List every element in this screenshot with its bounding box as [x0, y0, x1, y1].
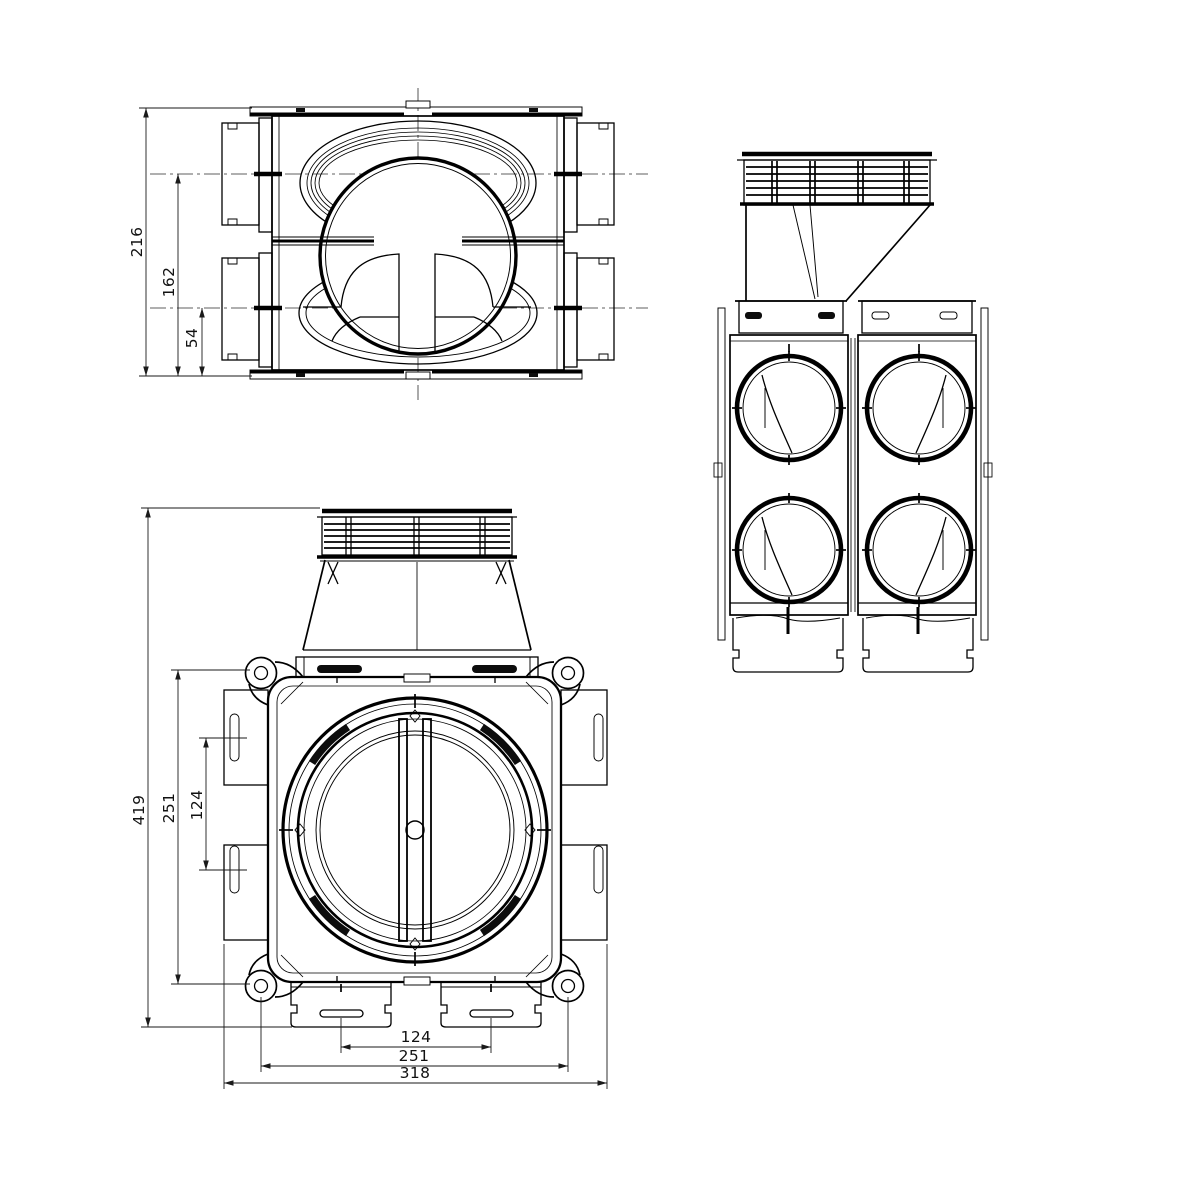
port-opening-top-right: [862, 351, 976, 465]
side-flange-right-upper: [560, 689, 608, 786]
side-bottom-stub-left: [732, 607, 844, 673]
mounting-ear: [244, 969, 278, 1003]
mounting-ear-holes: [248, 661, 581, 998]
diamond-marker: [524, 823, 536, 837]
bayonet-slot: [479, 723, 522, 766]
dim-label-251-v: 251: [160, 793, 178, 824]
deflector-vanes: [303, 253, 531, 351]
distribution-ring: [279, 694, 551, 966]
dim-54: 54: [183, 308, 205, 376]
bayonet-slot: [308, 723, 351, 766]
mounting-frame-right: [858, 300, 976, 334]
bottom-plate: [249, 369, 583, 380]
port-opening-bottom-left: [732, 493, 846, 607]
body-columns: [729, 334, 977, 616]
diamond-marker: [294, 823, 306, 837]
front-housing: [266, 673, 563, 986]
round-collar: [318, 156, 518, 356]
top-tab: [403, 673, 431, 683]
dim-label-162: 162: [160, 267, 178, 298]
dim-124-horizontal: 124: [340, 1018, 492, 1053]
dim-318: 318: [223, 944, 608, 1089]
dim-label-419: 419: [130, 795, 148, 826]
damper-pivot: [405, 820, 425, 840]
side-view: [713, 151, 993, 673]
flange-plate-right: [980, 307, 993, 641]
mounting-ear: [551, 656, 585, 690]
diamond-marker: [409, 709, 421, 723]
damper-blade: [422, 718, 432, 942]
housing-split-joint: [272, 236, 564, 246]
diamond-marker: [409, 937, 421, 951]
port-opening-top-left: [732, 351, 846, 465]
front-grille: [317, 508, 517, 585]
mounting-ear: [244, 656, 278, 690]
port-opening-bottom-right: [862, 493, 976, 607]
mounting-frame-left: [735, 300, 847, 334]
side-bottom-stub-right: [862, 607, 974, 673]
dim-label-124-v: 124: [188, 790, 206, 821]
side-flange-left-upper: [223, 689, 269, 786]
side-grille: [737, 151, 937, 206]
dim-label-216: 216: [128, 227, 146, 258]
side-flange-left-lower: [223, 844, 269, 941]
top-view: 216 162 54: [128, 88, 648, 400]
side-funnel: [745, 204, 931, 302]
dim-label-54: 54: [183, 328, 201, 349]
dim-label-124-h: 124: [401, 1028, 432, 1046]
dim-label-251-h: 251: [399, 1047, 430, 1065]
front-view: 419 251 124 124: [130, 507, 608, 1089]
bayonet-slot: [308, 894, 351, 937]
duct-stub-right-lower: [576, 257, 615, 361]
duct-stub-left-lower: [221, 257, 260, 361]
side-flange-right-lower: [560, 844, 608, 941]
dim-251-horizontal: 251: [260, 997, 569, 1072]
dim-419: 419: [130, 507, 320, 1028]
damper-blade: [398, 718, 408, 942]
dim-label-318: 318: [400, 1064, 431, 1082]
bayonet-slot: [479, 894, 522, 937]
front-funnel: [302, 559, 532, 651]
dim-251-vertical: 251: [160, 669, 250, 985]
dim-124-vertical: 124: [188, 737, 247, 871]
top-plate: [249, 100, 583, 117]
dim-216: 216: [128, 107, 252, 377]
mounting-ear: [551, 969, 585, 1003]
dim-162: 162: [160, 174, 181, 376]
flange-plate-left: [713, 307, 726, 641]
bottom-tab: [403, 976, 431, 986]
